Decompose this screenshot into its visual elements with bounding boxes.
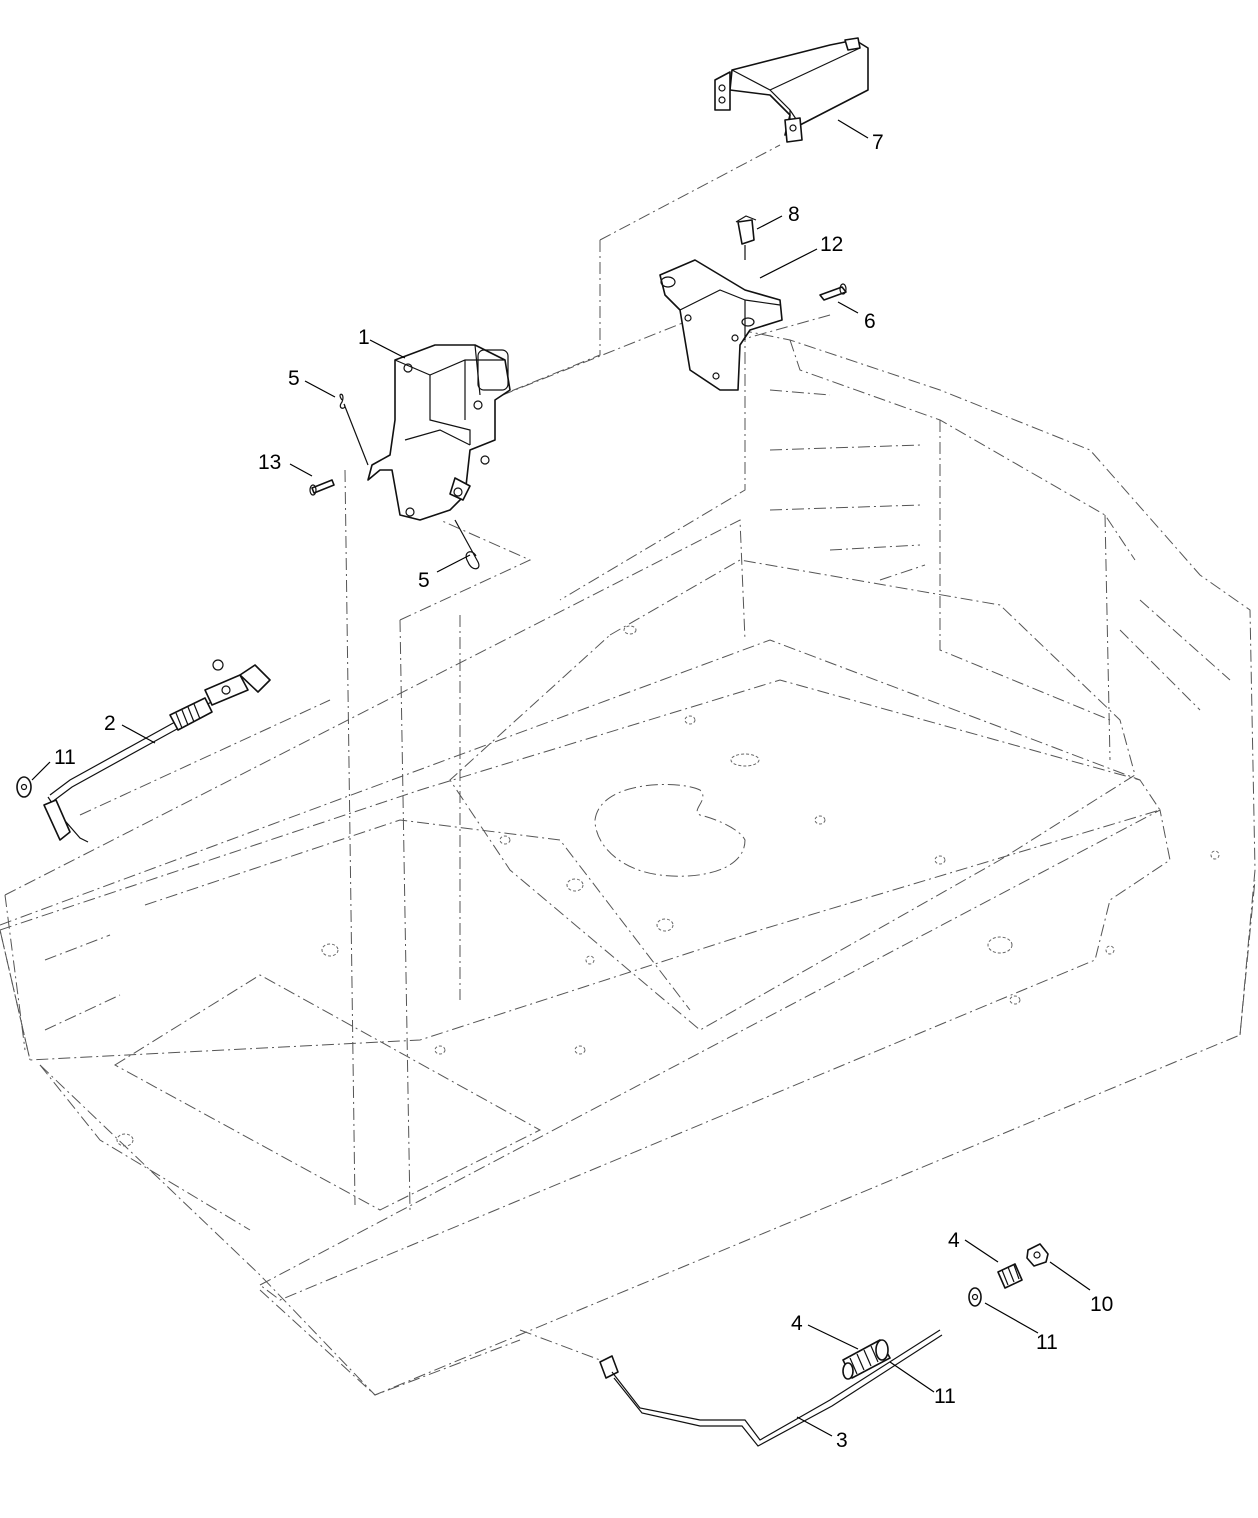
callout-12: 12	[820, 233, 843, 256]
callout-3: 3	[836, 1429, 848, 1452]
nut-part-10	[1026, 1243, 1049, 1267]
callout-10: 10	[1090, 1293, 1113, 1316]
bracket-part-12	[659, 259, 783, 391]
phantom-frame	[0, 144, 1256, 1396]
leader-lines	[31, 119, 1091, 1437]
clip-part-5-upper	[339, 393, 369, 466]
washer-part-11-left	[16, 776, 32, 798]
bolt-part-8	[735, 215, 757, 260]
callout-labels: 1 2 3 4 4 5 5 6 7 8 10 11 11 11 12 13	[54, 131, 1113, 1452]
screw-part-13	[309, 479, 335, 496]
callout-6: 6	[864, 310, 876, 333]
pin-part-6	[819, 283, 847, 301]
callout-11-right: 11	[1036, 1331, 1058, 1354]
rod-part-2	[43, 659, 271, 843]
callout-5-lower: 5	[418, 569, 430, 592]
rod-part-3	[599, 1329, 943, 1447]
callout-8: 8	[788, 203, 800, 226]
callout-1: 1	[358, 326, 370, 349]
spring-part-4-top	[997, 1263, 1023, 1289]
callout-11-bottom: 11	[934, 1385, 956, 1408]
callout-11-left: 11	[54, 746, 76, 769]
clip-part-5-lower	[454, 519, 480, 570]
callout-7: 7	[872, 131, 884, 154]
callout-4-top: 4	[948, 1229, 960, 1252]
callout-5-upper: 5	[288, 367, 300, 390]
actuator-part-1	[367, 344, 511, 521]
washer-part-11-right	[968, 1287, 982, 1307]
cover-part-7	[714, 37, 869, 143]
callout-4-bottom: 4	[791, 1312, 803, 1335]
callout-2: 2	[104, 712, 116, 735]
callout-13: 13	[258, 451, 281, 474]
